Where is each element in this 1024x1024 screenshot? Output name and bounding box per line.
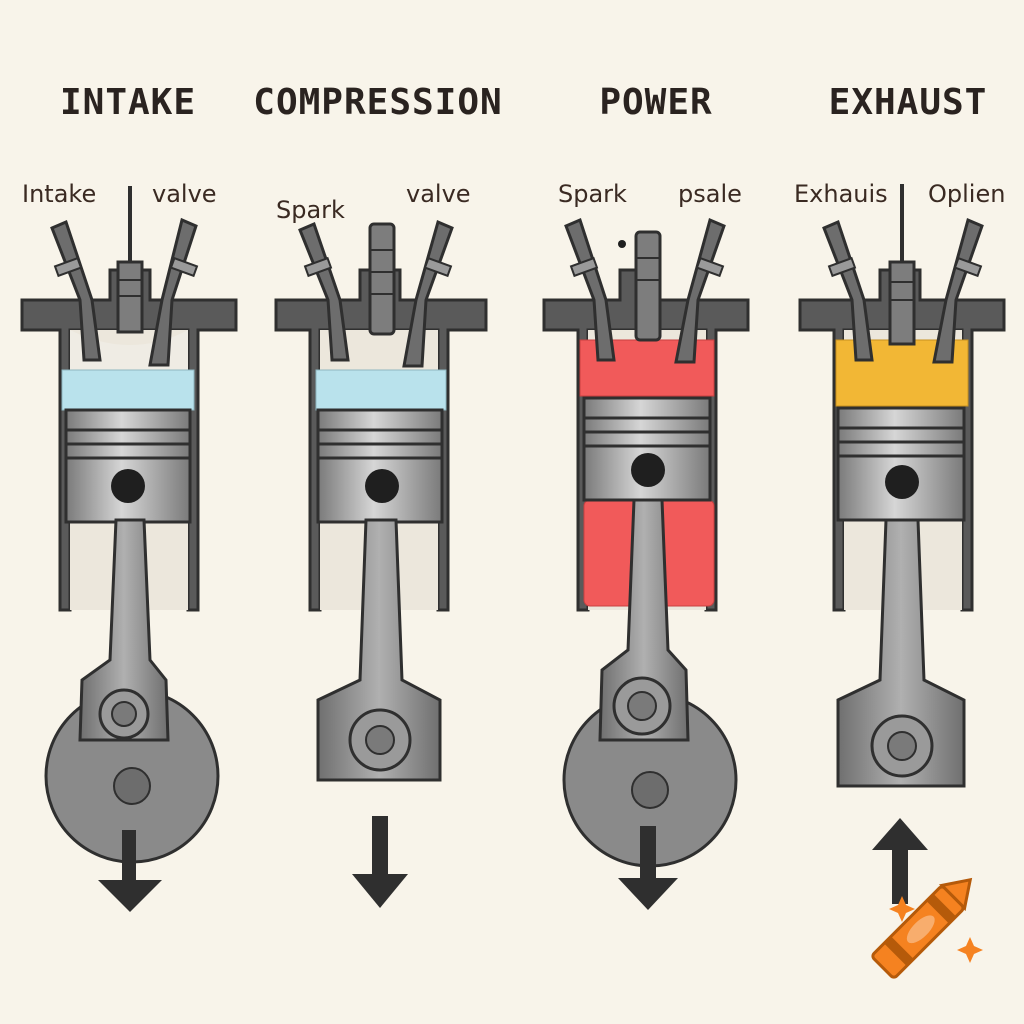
label-right: psale <box>678 180 742 208</box>
cylinder-exhaust <box>798 184 1006 904</box>
label-right: valve <box>406 180 471 208</box>
stage-title: COMPRESSION <box>253 82 503 123</box>
combustion-chamber <box>315 369 447 411</box>
combustion-chamber <box>61 369 195 411</box>
label-left: Exhauis <box>794 180 888 208</box>
cylinder-intake <box>20 186 238 912</box>
label-left: Intake <box>22 180 97 208</box>
label-left: Spark <box>276 196 345 224</box>
stage-power: POWER Spark psale <box>512 0 768 1024</box>
arrow-up-icon <box>872 818 928 904</box>
arrow-down-icon <box>618 826 678 910</box>
sparkle-icon <box>889 896 915 922</box>
arrow-down-icon <box>352 816 408 908</box>
stage-compression: COMPRESSION Spark valve <box>253 0 512 1024</box>
label-right: Oplien <box>928 180 1006 208</box>
label-left: Spark <box>558 180 627 208</box>
arrow-down-icon <box>98 830 162 912</box>
stage-exhaust: EXHAUST Exhauis Oplien <box>768 0 1024 1024</box>
label-right: valve <box>152 180 217 208</box>
stage-title: POWER <box>599 82 713 123</box>
sparkle-icon <box>957 937 983 963</box>
stage-intake: INTAKE Intake valve <box>0 0 256 1024</box>
stage-title: EXHAUST <box>828 82 988 123</box>
cylinder-power <box>542 217 750 910</box>
crayon-logo-icon <box>871 877 973 979</box>
cylinder-compression <box>274 219 488 908</box>
stage-title: INTAKE <box>59 82 197 123</box>
